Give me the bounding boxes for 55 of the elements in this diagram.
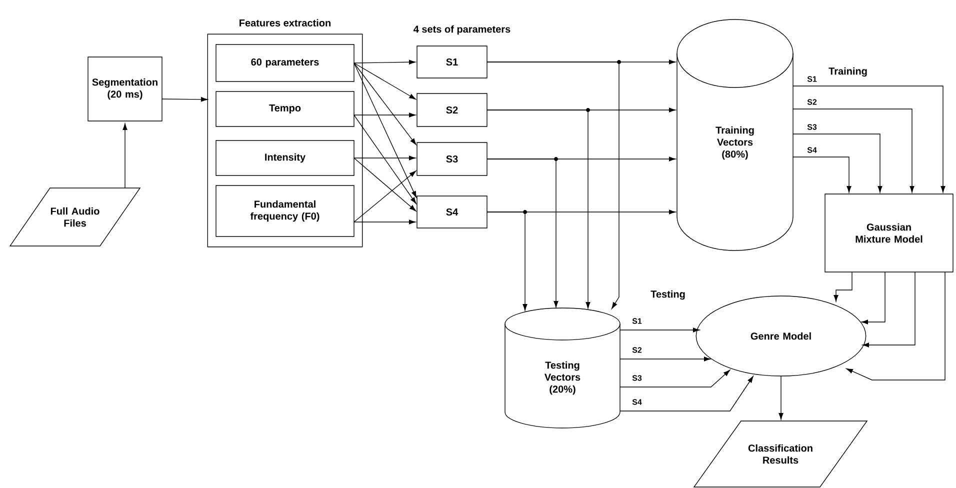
node-label: Training Vectors (80%) — [716, 126, 754, 160]
arrow — [620, 356, 711, 362]
process-box: S3 — [416, 142, 488, 176]
arrow — [354, 158, 416, 212]
node-label: Features extraction — [240, 19, 330, 26]
arrow — [846, 272, 946, 380]
arrow — [862, 272, 916, 348]
arrow — [354, 60, 416, 64]
arrow — [792, 156, 852, 193]
process-box: Gaussian Mixture Model — [824, 194, 954, 272]
database-cylinder: Training Vectors (80%) — [676, 19, 794, 251]
arrow — [792, 108, 914, 193]
node-label: Testing Vectors (20%) — [544, 361, 580, 395]
arrow — [486, 62, 620, 309]
edge-label: S3 — [631, 374, 643, 382]
arrow — [354, 170, 416, 222]
arrow — [486, 110, 590, 309]
arrow — [354, 220, 416, 224]
section-heading: Testing — [650, 290, 685, 300]
process-box: Fundamental frequency (F0) — [216, 185, 354, 237]
edge-label: S2 — [806, 98, 818, 106]
edge-label: S3 — [806, 123, 818, 131]
arrow — [354, 62, 416, 145]
arrow — [486, 212, 528, 311]
edge-label: S1 — [806, 75, 818, 83]
edge-label: S2 — [631, 346, 643, 354]
arrow — [354, 114, 416, 204]
process-box: S4 — [416, 196, 488, 228]
arrow — [620, 376, 754, 412]
process-box: S1 — [416, 46, 488, 78]
database-cylinder: Testing Vectors (20%) — [504, 308, 620, 428]
process-box: S2 — [416, 93, 488, 127]
process-box: Segmentation (20 ms) — [88, 56, 162, 122]
edge-label: S1 — [631, 317, 643, 325]
arrow — [778, 376, 784, 420]
arrow — [122, 123, 128, 188]
section-heading: 4 sets of parameters — [414, 25, 510, 35]
arrow — [792, 86, 946, 193]
process-box: Tempo — [216, 91, 354, 127]
arrow — [620, 370, 730, 388]
process-box: Intensity — [216, 140, 354, 176]
arrow — [354, 156, 416, 160]
edge-label: S4 — [806, 146, 818, 154]
process-box: 60 parameters — [216, 44, 354, 82]
edge-label: S4 — [631, 398, 643, 406]
arrow — [162, 97, 208, 102]
arrow — [834, 272, 852, 302]
section-heading: Training — [828, 67, 867, 77]
arrow — [620, 328, 700, 332]
arrow — [354, 62, 416, 100]
arrow — [792, 134, 882, 193]
arrow — [354, 62, 417, 198]
arrow — [861, 272, 886, 324]
arrow — [486, 158, 558, 308]
arrow — [354, 112, 416, 118]
